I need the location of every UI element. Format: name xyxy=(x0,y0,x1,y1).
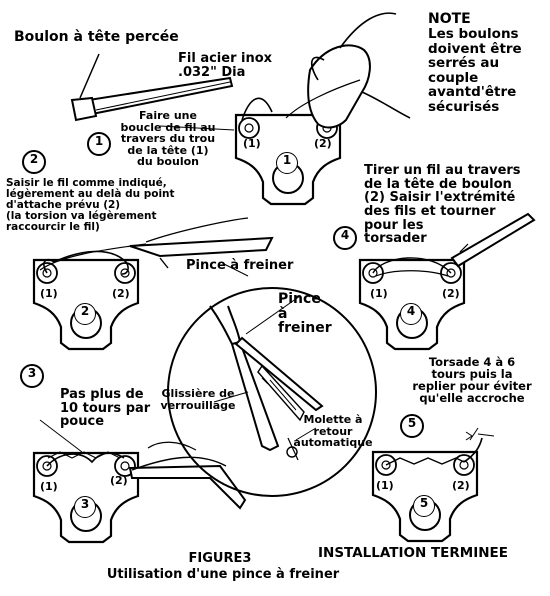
instruction-step-2: Saisir le fil comme indiqué, légèrement … xyxy=(6,177,175,234)
note-body: Les boulons doivent être serrés au coupl… xyxy=(428,26,522,115)
plate-step-2 xyxy=(32,217,274,351)
bolt-label-1-p2: (1) xyxy=(40,287,58,300)
figure-caption: Utilisation d'une pince à freiner xyxy=(106,567,340,582)
figure-number: FIGURE3 xyxy=(188,551,252,566)
plate-step-4 xyxy=(358,212,536,351)
step-number-2-plate: 2 xyxy=(74,303,96,325)
instruction-step-4: Tirer un fil au travers de la tête de bo… xyxy=(364,163,521,247)
plate-step-1 xyxy=(234,12,411,206)
label-locking-sleeve: Glissière de verrouillage xyxy=(160,387,236,412)
bolt-label-1-p3: (1) xyxy=(40,480,58,493)
note-title: NOTE xyxy=(428,11,471,27)
label-spiral-knob: Molette à retour automatique xyxy=(293,413,373,450)
step-number-1: 1 xyxy=(87,132,111,156)
step-number-2: 2 xyxy=(22,150,46,174)
installation-complete: INSTALLATION TERMINEE xyxy=(318,545,508,561)
plate-step-5 xyxy=(371,427,495,543)
bolt-label-1-p5: (1) xyxy=(376,479,394,492)
instruction-step-1: Faire une boucle de fil au travers du tr… xyxy=(120,109,216,169)
drilled-bolt xyxy=(70,53,234,122)
pliers-detail xyxy=(167,287,377,497)
step-number-5-plate: 5 xyxy=(413,495,435,517)
label-drilled-bolt: Boulon à tête percée xyxy=(14,29,179,45)
step-number-3-plate: 3 xyxy=(74,496,96,518)
instruction-step-3: Pas plus de 10 tours par pouce xyxy=(60,387,151,430)
instruction-step-5: Torsade 4 à 6 tours puis la replier pour… xyxy=(412,355,532,406)
bolt-label-2-p4: (2) xyxy=(442,287,460,300)
step-number-3: 3 xyxy=(20,364,44,388)
bolt-label-2-p5: (2) xyxy=(452,479,470,492)
bolt-label-1-p1: (1) xyxy=(243,137,261,150)
label-safety-wire: Fil acier inox .032" Dia xyxy=(178,51,273,80)
plate-step-3 xyxy=(32,441,247,544)
step-number-4-plate: 4 xyxy=(400,303,422,325)
bolt-label-2-p1: (2) xyxy=(314,137,332,150)
bolt-label-2-p2: (2) xyxy=(112,287,130,300)
bolt-label-2-p3: (2) xyxy=(110,474,128,487)
step-number-5: 5 xyxy=(400,414,424,438)
bolt-label-1-p4: (1) xyxy=(370,287,388,300)
step-number-1-plate: 1 xyxy=(276,152,298,174)
label-pliers-title: Pince à freiner xyxy=(278,291,332,337)
step-number-4: 4 xyxy=(333,226,357,250)
label-pliers-flat: Pince à freiner xyxy=(186,258,294,273)
